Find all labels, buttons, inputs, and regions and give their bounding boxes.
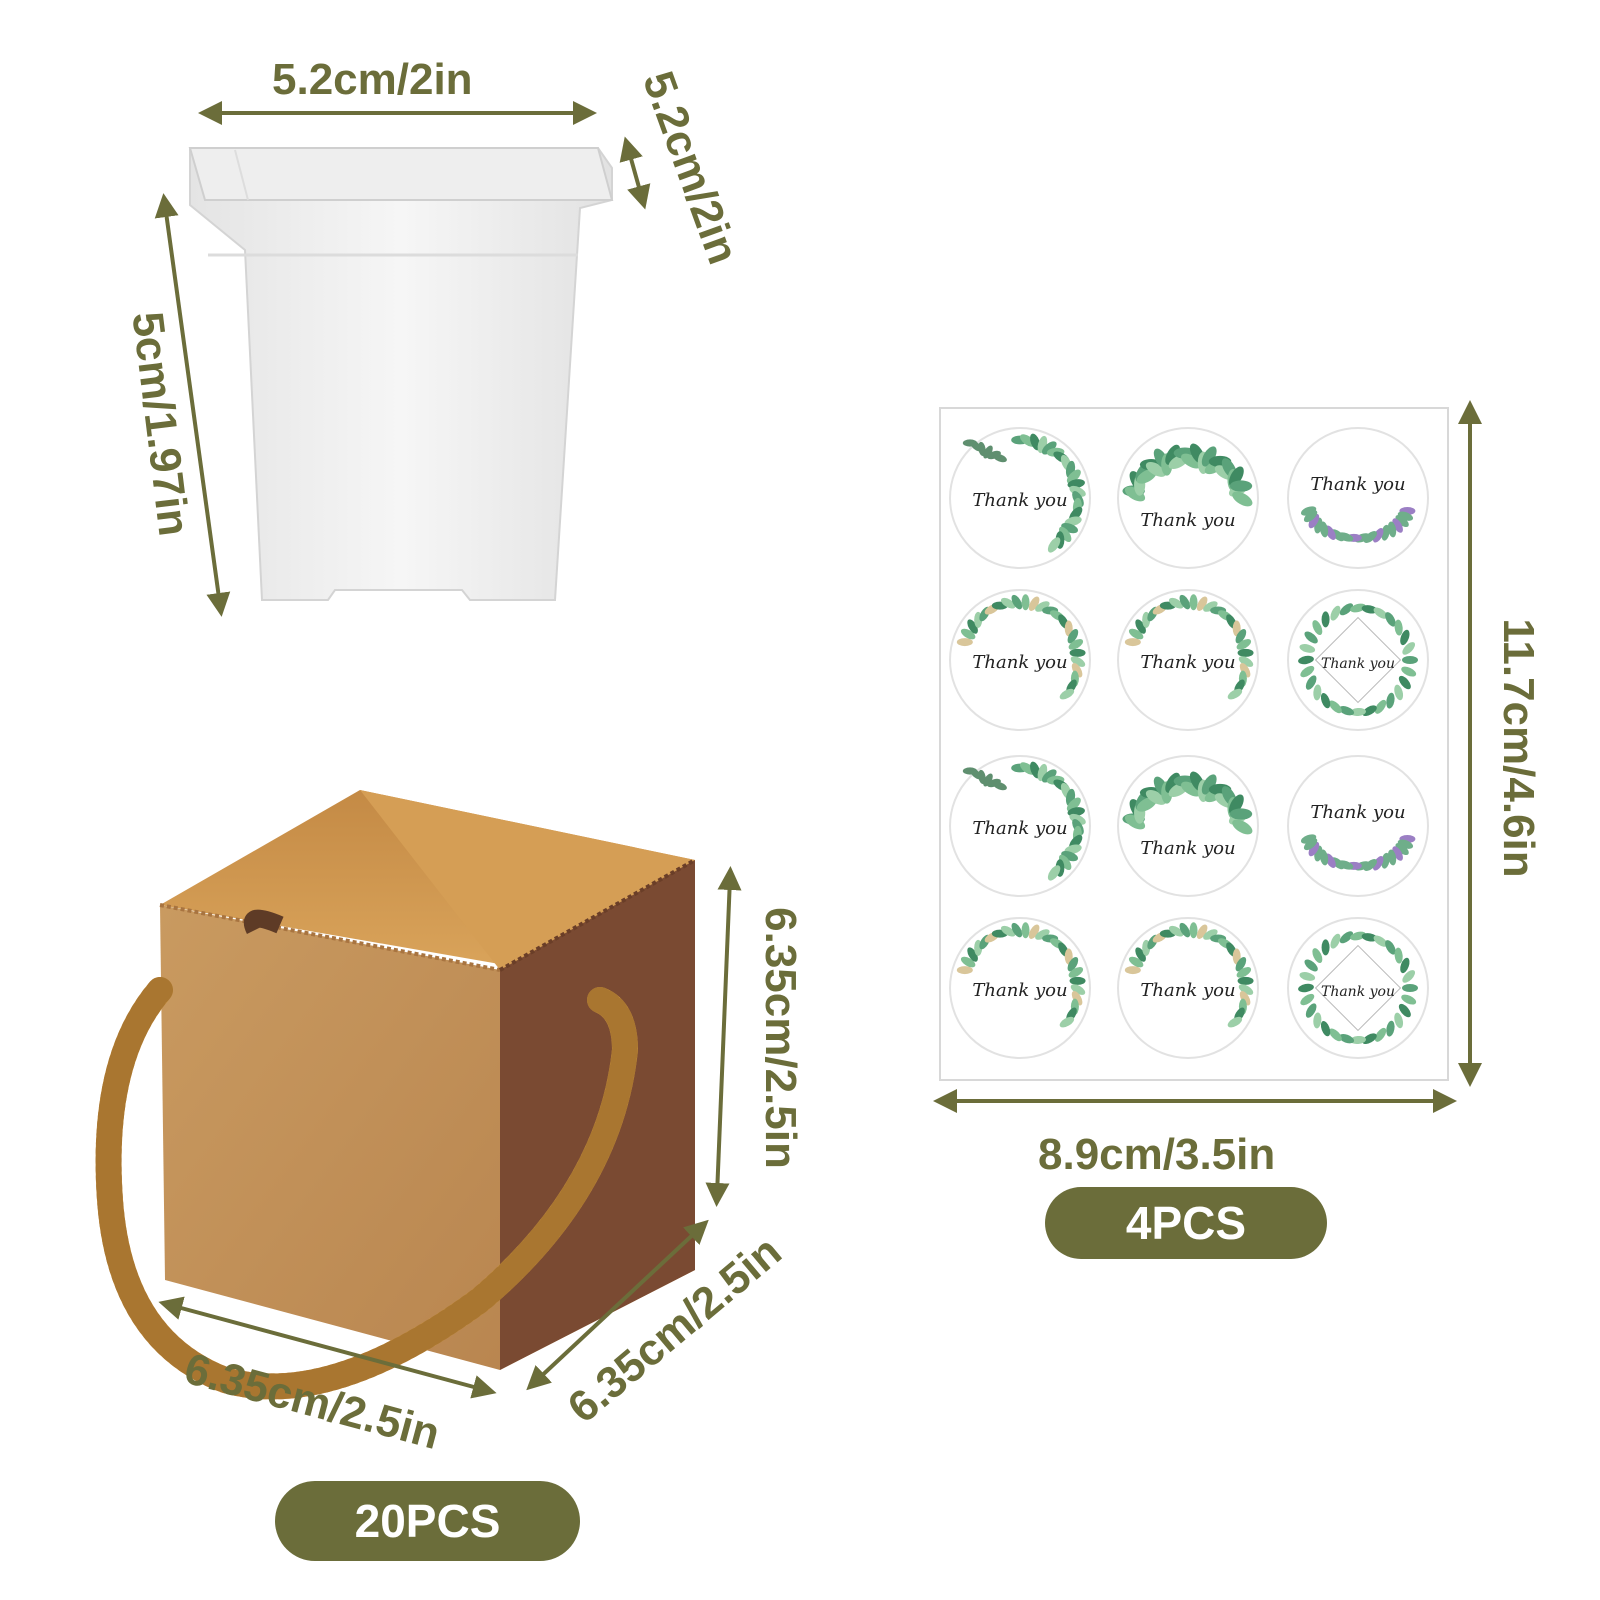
sticker-leaf-corner: Thank you xyxy=(949,427,1091,569)
sheet-width-label: 8.9cm/3.5in xyxy=(1038,1130,1276,1179)
sticker-diamond-wreath: Thank you xyxy=(1287,917,1429,1059)
sticker-eucalyptus-top: Thank you xyxy=(1117,427,1259,569)
sticker-text: Thank you xyxy=(972,980,1067,1001)
sticker-text: Thank you xyxy=(1321,656,1395,672)
sticker-fern-ring: Thank you xyxy=(949,917,1091,1059)
sticker-fern-ring: Thank you xyxy=(949,589,1091,731)
sticker-text: Thank you xyxy=(1140,510,1235,531)
sticker-text: Thank you xyxy=(972,490,1067,511)
sticker-text: Thank you xyxy=(1140,652,1235,673)
sticker-leaf-corner: Thank you xyxy=(949,755,1091,897)
sheet-height-label: 11.7cm/4.6in xyxy=(1494,618,1543,878)
sticker-text: Thank you xyxy=(1140,838,1235,859)
dimension-arrows xyxy=(154,101,1482,1399)
sticker-eucalyptus-top: Thank you xyxy=(1117,755,1259,897)
plastic-pot xyxy=(188,147,614,601)
sticker-lavender-wreath: Thank you xyxy=(1287,427,1429,569)
sticker-wildflower-top: Thank you xyxy=(1117,917,1259,1059)
sticker-text: Thank you xyxy=(972,818,1067,839)
sheet-quantity-badge: 4PCS xyxy=(1045,1187,1327,1259)
bag-quantity-badge: 20PCS xyxy=(275,1481,580,1561)
kraft-gift-bag xyxy=(95,790,696,1400)
sticker-text: Thank you xyxy=(972,652,1067,673)
sticker-diamond-wreath: Thank you xyxy=(1287,589,1429,731)
sticker-text: Thank you xyxy=(1140,980,1235,1001)
sticker-wildflower-top: Thank you xyxy=(1117,589,1259,731)
sticker-text: Thank you xyxy=(1310,802,1405,823)
sticker-text: Thank you xyxy=(1310,474,1405,495)
bag-height-label: 6.35cm/2.5in xyxy=(756,907,805,1169)
sticker-lavender-wreath: Thank you xyxy=(1287,755,1429,897)
pot-width-label: 5.2cm/2in xyxy=(272,55,473,104)
sticker-text: Thank you xyxy=(1321,984,1395,1000)
